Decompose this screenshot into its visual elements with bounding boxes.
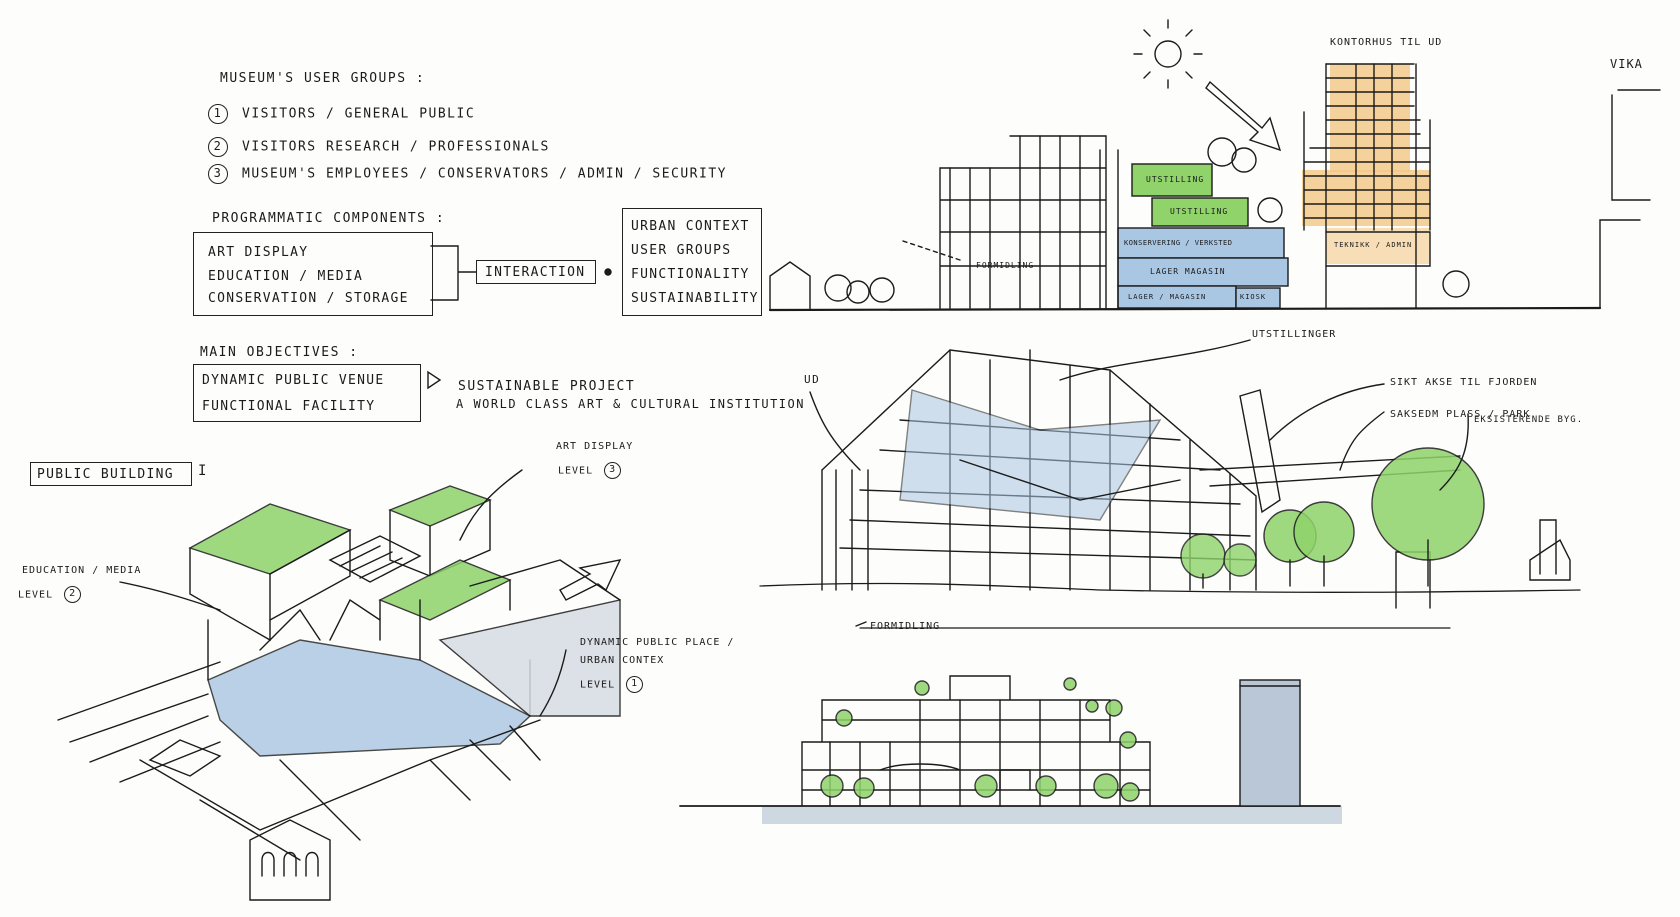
vika-label: VIKA [1610,57,1643,71]
elevation-trees [820,677,1140,802]
art-display-label: ART DISPLAY [556,441,634,452]
connector-lines [427,245,612,390]
context-item: USER GROUPS [631,243,732,258]
perspective-view [759,349,1581,629]
formidling-perspective-label: FORMIDLING [870,621,941,632]
lager-label-1: LAGER MAGASIN [1150,267,1226,276]
education-level: LEVEL 2 [18,586,82,603]
program-item: CONSERVATION / STORAGE [208,291,409,306]
program-item: ART DISPLAY [208,245,309,260]
kontorhus-label: KONTORHUS TIL UD [1330,37,1443,48]
user-groups-title: MUSEUM'S USER GROUPS : [220,71,426,86]
utstilling-label-2: UTSTILLING [1170,207,1229,216]
ud-label: UD [804,373,821,386]
building-section [768,19,1661,312]
programmatic-box: ART DISPLAY EDUCATION / MEDIA CONSERVATI… [193,232,433,316]
dynamic-level: LEVEL 1 [580,676,644,693]
number-circle: 3 [208,164,228,184]
dynamic-label-1: DYNAMIC PUBLIC PLACE / [580,637,735,648]
saksedm-label: SAKSEDM PLASS / PARK [1390,409,1531,420]
objective-item: FUNCTIONAL FACILITY [202,399,376,414]
utstilling-label-1: UTSTILLING [1146,175,1205,184]
eksisterende-label: EKSISTERENDE BYG. [1474,415,1584,425]
number-circle: 2 [208,137,228,157]
utstilling-upper-volume [1131,163,1213,197]
sun-icon [1133,19,1203,89]
context-item: FUNCTIONALITY [631,267,750,282]
objectives-box: DYNAMIC PUBLIC VENUE FUNCTIONAL FACILITY [193,364,421,422]
perspective-trees [1180,447,1485,589]
context-item: URBAN CONTEXT [631,219,750,234]
axon-view [57,485,622,901]
number-circle: 1 [208,104,228,124]
programmatic-title: PROGRAMMATIC COMPONENTS : [212,211,446,226]
education-label: EDUCATION / MEDIA [22,565,142,576]
dynamic-label-2: URBAN CONTEX [580,655,665,666]
lager-label-2: LAGER / MAGASIN [1128,293,1207,301]
formidling-section-label: FORMIDLING [976,261,1035,270]
result-1: SUSTAINABLE PROJECT [458,379,636,394]
objective-item: DYNAMIC PUBLIC VENUE [202,373,385,388]
kiosk-label: KIOSK [1240,293,1267,301]
office-tower [1302,63,1431,309]
program-item: EDUCATION / MEDIA [208,269,364,284]
lager-volume [1117,257,1289,287]
public-building-box: PUBLIC BUILDING [30,462,192,486]
context-item: SUSTAINABILITY [631,291,759,306]
public-building-number: I [198,463,208,479]
utstilling-lower-volume [1151,197,1249,227]
context-box: URBAN CONTEXT USER GROUPS FUNCTIONALITY … [622,208,762,316]
utstillinger-label: UTSTILLINGER [1252,329,1337,340]
sun-arrow [1205,80,1282,152]
elevation-view [679,675,1342,824]
teknikk-label: TEKNIKK / ADMIN [1334,241,1413,249]
objectives-title: MAIN OBJECTIVES : [200,345,359,360]
result-2: A WORLD CLASS ART & CULTURAL INSTITUTION [456,397,805,411]
siktakse-label: SIKT AKSE TIL FJORDEN [1390,377,1538,388]
art-display-level: LEVEL 3 [558,462,622,479]
konservering-label: KONSERVERING / VERKSTED [1124,239,1233,247]
